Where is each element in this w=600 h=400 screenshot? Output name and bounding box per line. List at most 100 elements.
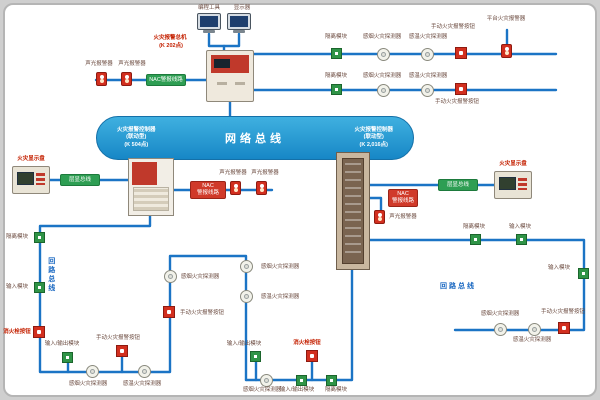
device-label: 火灾显示盘 (17, 156, 45, 162)
floor-display-bus-label: 层显总线 (438, 179, 478, 191)
sounder-strobe (374, 210, 385, 224)
module-device (470, 234, 481, 245)
device-label: 隔离模块 (324, 34, 347, 40)
fire-detector (421, 84, 434, 97)
device-label: 感温火灾探测器 (260, 294, 300, 300)
fire-detector (240, 290, 253, 303)
fire-detector (138, 365, 151, 378)
fire-detector (528, 323, 541, 336)
controller-label-line: (K 504点) (124, 141, 149, 148)
device-label: 消火栓按钮 (293, 340, 321, 346)
platform-alarm (501, 44, 512, 58)
controller-label-line: (联动型) (363, 134, 384, 141)
alarm-button (163, 306, 175, 318)
bus-label-line: NAC (202, 183, 214, 190)
device-label: 隔离模块 (324, 387, 347, 393)
right-controller-label: 火灾报警控制器(联动型)(K 2,016点) (354, 127, 393, 148)
device-label: 感温火灾探测器 (408, 34, 448, 40)
bus-label-line: 层显总线 (446, 181, 469, 188)
sounder-strobe (256, 181, 267, 195)
device-label: 输入模块 (508, 224, 531, 230)
floor-display-bus-label: 层显总线 (60, 174, 100, 186)
device-label: 手动火灾报警按钮 (430, 24, 475, 30)
device-label: 手动火灾报警按钮 (540, 309, 585, 315)
bus-label-line: 回路总线 (440, 282, 476, 290)
device-label: 输入/输出模块 (279, 387, 315, 393)
device-label: 声光报警器 (219, 170, 247, 176)
device-label: 感温火灾探测器 (408, 73, 448, 79)
device-label: 火灾显示盘 (499, 161, 527, 167)
nac-line-label: NAC警报线路 (146, 74, 186, 86)
bus-label-line: NAC (397, 191, 409, 198)
alarm-button (116, 345, 128, 357)
fire-detector (421, 48, 434, 61)
fire-display-panel (494, 171, 532, 199)
device-label: 平台火灾报警器 (486, 16, 526, 22)
device-label: 感烟火灾探测器 (68, 381, 108, 387)
device-label: 消火栓按钮 (3, 329, 31, 335)
alarm-button (33, 326, 45, 338)
device-label: 输入模块 (547, 265, 570, 271)
sounder-strobe (230, 181, 241, 195)
loop-bus-label: 回路总线 (44, 250, 57, 300)
fire-display-panel (12, 166, 50, 194)
device-label: 声光报警器 (118, 61, 146, 67)
device-label: 感烟火灾探测器 (362, 34, 402, 40)
module-device (578, 268, 589, 279)
device-label: 声光报警器 (85, 61, 113, 67)
module-device (34, 282, 45, 293)
fire-alarm-controller-left (128, 158, 174, 216)
sounder-strobe (121, 72, 132, 86)
device-label: 输入/输出模块 (226, 341, 262, 347)
module-device (250, 351, 261, 362)
device-label: 感温火灾探测器 (512, 337, 552, 343)
module-device (516, 234, 527, 245)
device-label: 隔离模块 (324, 73, 347, 79)
device-label: 显示器 (233, 5, 251, 11)
fire-detector (494, 323, 507, 336)
alarm-button (455, 47, 467, 59)
device-label: 感烟火灾探测器 (180, 274, 220, 280)
bus-wire (244, 268, 354, 382)
module-device (331, 48, 342, 59)
fire-detector (86, 365, 99, 378)
fire-detector (377, 48, 390, 61)
bus-label-line: 回路总线 (47, 257, 55, 293)
device-label: 声光报警器 (389, 214, 417, 220)
loop-bus-label: 回路总线 (436, 282, 480, 292)
device-label: 输入/输出模块 (44, 341, 80, 347)
fire-detector (164, 270, 177, 283)
bus-label-line: 警报线路 (196, 190, 219, 196)
controller-label-line: (联动型) (126, 134, 147, 141)
fire-detector (260, 374, 273, 387)
module-device (296, 375, 307, 386)
device-label: 感烟火灾探测器 (242, 387, 282, 393)
device-label: 输入模块 (5, 284, 28, 290)
fire-alarm-controller-right (336, 152, 370, 270)
module-device (62, 352, 73, 363)
module-device (331, 84, 342, 95)
module-device (326, 375, 337, 386)
device-label: 隔离模块 (5, 234, 28, 240)
alarm-button (455, 83, 467, 95)
left-controller-label: 火灾报警控制器(联动型)(K 504点) (117, 127, 156, 148)
bus-label-line: 警报线路 (391, 198, 414, 204)
fire-detector (377, 84, 390, 97)
module-device (34, 232, 45, 243)
device-label: (K 202点) (159, 43, 183, 49)
device-label: 火灾报警总机 (153, 35, 187, 41)
bus-wire (207, 32, 241, 48)
alarm-button (558, 322, 570, 334)
device-label: 感烟火灾探测器 (260, 264, 300, 270)
controller-label-line: 火灾报警控制器 (117, 127, 156, 134)
device-label: 感烟火灾探测器 (362, 73, 402, 79)
sounder-strobe (96, 72, 107, 86)
fire-alarm-master-panel (206, 50, 254, 102)
device-label: 感温火灾探测器 (122, 381, 162, 387)
device-label: 手动火灾报警按钮 (434, 99, 479, 105)
network-bus-title: 网络总线 (225, 133, 285, 145)
bus-label-line: NAC警报线路 (149, 76, 183, 83)
